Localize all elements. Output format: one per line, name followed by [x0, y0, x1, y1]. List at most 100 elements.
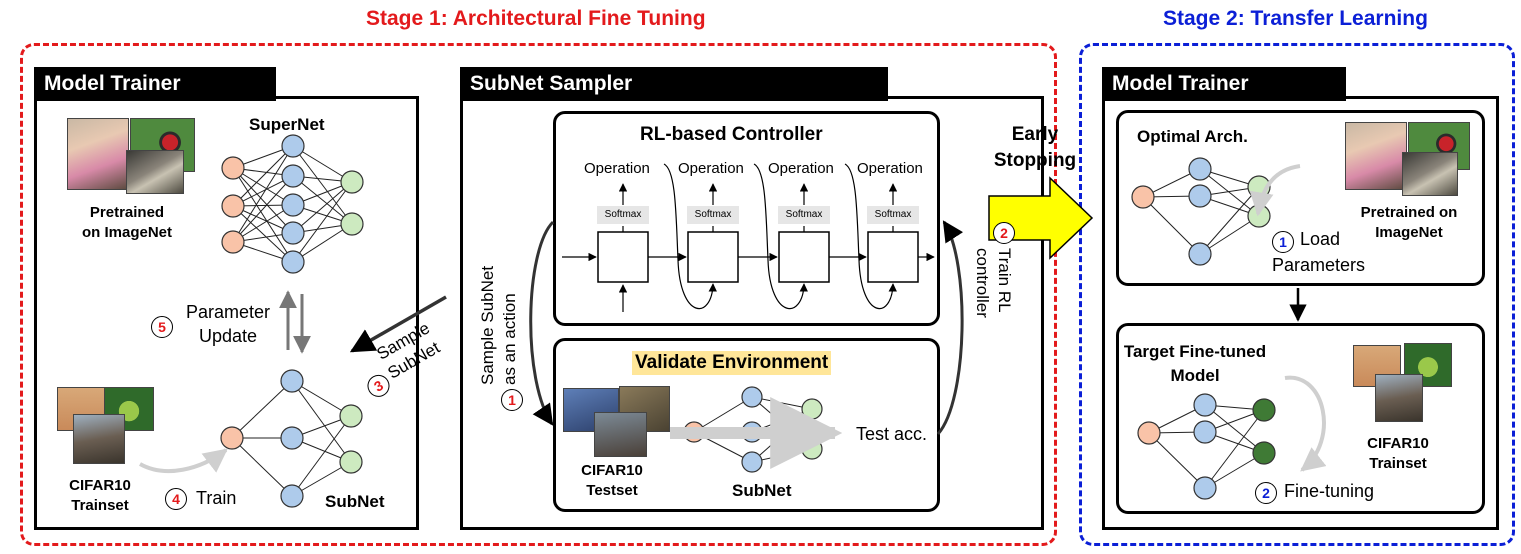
supernet-node: [221, 194, 245, 218]
stage2-pretrained-line1: Pretrained on: [1360, 204, 1458, 221]
optimal-arch-edge: [1199, 215, 1260, 255]
supernet-edge: [292, 145, 353, 225]
pretrained-line2: on ImageNet: [81, 224, 172, 241]
supernet-node: [221, 156, 245, 180]
supernet-node: [281, 134, 305, 158]
optimal-arch-node: [1131, 185, 1155, 209]
softmax-label: Softmax: [874, 209, 912, 220]
supernet-edge: [292, 181, 353, 234]
supernet-node: [340, 170, 364, 194]
load-label: Load: [1300, 229, 1341, 249]
validate-subnet-node: [741, 451, 763, 473]
step1-line2: as an action: [500, 293, 519, 385]
subnet-node: [220, 426, 244, 450]
cifar-testset-label: CIFAR10 Testset: [572, 461, 652, 501]
stage2-step2-badge: 2: [1255, 482, 1277, 504]
stage2-pretrained-line2: ImageNet: [1375, 224, 1443, 241]
softmax-label: Softmax: [785, 209, 823, 220]
optimal-arch-node: [1188, 157, 1212, 181]
train-arrow: [139, 448, 228, 473]
cifar-line1: CIFAR10: [69, 477, 131, 494]
fine-tuning-label: Fine-tuning: [1284, 481, 1375, 501]
stage2-cifar-label: CIFAR10 Trainset: [1352, 434, 1444, 474]
testset-line1: CIFAR10: [581, 462, 643, 479]
subnet-edge: [231, 380, 293, 439]
supernet-edge: [292, 181, 353, 263]
stage2-pretrained-label: Pretrained on ImageNet: [1344, 203, 1474, 243]
stage1-container: [20, 43, 1057, 546]
test-acc-label: Test acc.: [856, 424, 928, 444]
operation-label: Operation: [584, 160, 650, 177]
testset-deer-thumbnail: [594, 412, 647, 457]
fine-tuning-arrow: [1284, 375, 1327, 472]
supernet-edge: [232, 167, 294, 206]
target-model-edge: [1204, 404, 1265, 454]
stage2-step1-badge: 1: [1272, 231, 1294, 253]
step1-badge: 1: [501, 389, 523, 411]
stage2-cifar-line1: CIFAR10: [1367, 435, 1429, 452]
cifar-line2: Trainset: [71, 497, 129, 514]
cifar-deer-thumbnail: [73, 414, 125, 464]
subnet-node: [280, 426, 304, 450]
step2-badge: 2: [993, 222, 1015, 244]
target-model-node: [1193, 393, 1217, 417]
step5-badge: 5: [151, 316, 173, 338]
stage2-cifar-line2: Trainset: [1369, 455, 1427, 472]
target-model-node: [1252, 398, 1276, 422]
stage2-imagenet-fox-thumbnail: [1402, 152, 1458, 196]
testset-line2: Testset: [586, 482, 638, 499]
validate-subnet-label: SubNet: [732, 481, 792, 500]
supernet-edge: [232, 167, 294, 263]
operation-label: Operation: [678, 160, 744, 177]
supernet-node: [281, 221, 305, 245]
cifar-trainset-label: CIFAR10 Trainset: [54, 476, 146, 516]
imagenet-child-thumbnail: [67, 118, 129, 190]
subnet-label: SubNet: [325, 492, 385, 511]
train-rl-controller-label: 2 Train RL controller: [967, 220, 1017, 400]
step2-line1: Train RL: [995, 248, 1014, 313]
optimal-arch-node: [1188, 184, 1212, 208]
optimal-arch-edge: [1199, 168, 1260, 217]
supernet-edge: [232, 145, 294, 207]
target-model-label: Target Fine-tuned Model: [1120, 340, 1270, 388]
sample-subnet-arrow: [349, 295, 447, 353]
validate-subnet-node: [801, 438, 823, 460]
subnet-edge: [291, 415, 352, 497]
optimal-arch-edge: [1142, 196, 1201, 255]
rl-controller-graphics: [562, 163, 935, 312]
supernet-edge: [232, 205, 294, 263]
subnet-node: [339, 450, 363, 474]
target-model-node: [1137, 421, 1161, 445]
validate-subnet-edge: [693, 396, 753, 433]
optimal-arch-node: [1188, 242, 1212, 266]
step1-line1: Sample SubNet: [478, 265, 497, 385]
sample-subnet-action-label: 1 Sample SubNet as an action: [475, 225, 525, 425]
subnet-edge: [291, 380, 352, 463]
supernet-node: [340, 212, 364, 236]
imagenet-fox-thumbnail: [126, 150, 184, 194]
param-update-line1: Parameter: [185, 302, 271, 322]
early-line1: Early: [1011, 124, 1059, 145]
stage2-title: Stage 2: Transfer Learning: [1163, 7, 1428, 30]
optimal-arch-edge: [1199, 186, 1260, 255]
softmax-box: [597, 206, 649, 224]
target-model-node: [1193, 476, 1217, 500]
validate-environment-title: Validate Environment: [632, 351, 832, 375]
pretrained-imagenet-label: Pretrained on ImageNet: [72, 203, 182, 243]
parameter-update-label: Parameter Update: [178, 300, 278, 348]
softmax-label: Softmax: [604, 209, 642, 220]
softmax-box: [867, 206, 919, 224]
train-rl-controller-arrow: [936, 220, 964, 435]
validate-subnet-node: [741, 386, 763, 408]
load-parameters-arrow: [1249, 164, 1301, 217]
stage1-title: Stage 1: Architectural Fine Tuning: [366, 7, 706, 30]
target-model-node: [1193, 420, 1217, 444]
softmax-box: [778, 206, 830, 224]
stage1-model-trainer-header: Model Trainer: [34, 67, 276, 101]
target-line2: Model: [1170, 366, 1220, 385]
target-model-edge: [1204, 409, 1265, 489]
supernet-edge: [232, 145, 294, 243]
subnet-node: [280, 484, 304, 508]
supernet-edge: [232, 204, 294, 243]
target-line1: Target Fine-tuned: [1123, 342, 1267, 361]
